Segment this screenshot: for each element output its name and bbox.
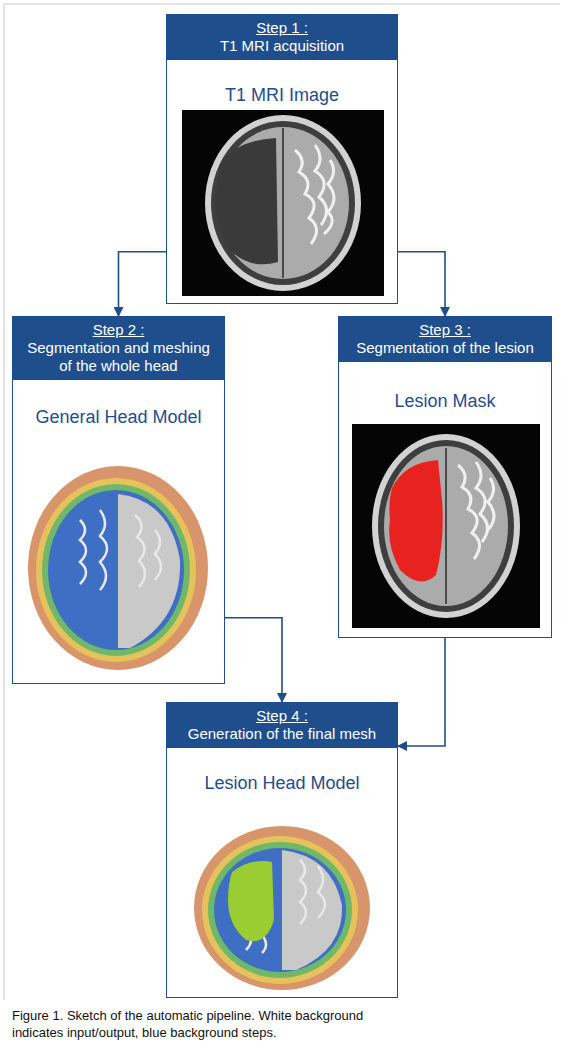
output-label: Lesion Head Model — [173, 773, 391, 795]
head-model-image — [28, 466, 208, 670]
step-number: Step 4 : — [173, 707, 391, 725]
flow-arrow — [398, 252, 445, 316]
step-number: Step 3 : — [345, 321, 545, 339]
step-number: Step 2 : — [19, 321, 218, 339]
output-label: Lesion Mask — [345, 391, 545, 413]
step-header: Step 1 :T1 MRI acquisition — [167, 15, 397, 60]
flow-arrow — [119, 252, 167, 316]
output-label: T1 MRI Image — [173, 85, 391, 107]
frame-line — [4, 4, 5, 1000]
step-number: Step 1 : — [173, 19, 391, 37]
step-title: Segmentation of the lesion — [345, 339, 545, 357]
mri-image — [182, 110, 384, 296]
output-label: General Head Model — [19, 407, 218, 429]
figure-caption: Figure 1. Sketch of the automatic pipeli… — [12, 1008, 392, 1042]
step-title: Generation of the final mesh — [173, 725, 391, 743]
step-box: Step 4 :Generation of the final meshLesi… — [166, 702, 398, 998]
flow-arrow — [398, 638, 445, 746]
frame-line — [4, 4, 560, 5]
lesion-head-model-image — [194, 826, 370, 990]
step-title: Segmentation and meshing of the whole he… — [19, 339, 218, 375]
flow-arrow — [225, 618, 282, 702]
step-box: Step 3 :Segmentation of the lesionLesion… — [338, 316, 552, 638]
step-header: Step 3 :Segmentation of the lesion — [339, 317, 551, 362]
step-box: Step 1 :T1 MRI acquisition T1 MRI Image — [166, 14, 398, 304]
lesion-mask-image — [352, 424, 540, 628]
step-header: Step 4 :Generation of the final mesh — [167, 703, 397, 748]
step-box: Step 2 :Segmentation and meshing of the … — [12, 316, 225, 684]
step-title: T1 MRI acquisition — [173, 37, 391, 55]
step-header: Step 2 :Segmentation and meshing of the … — [13, 317, 224, 380]
